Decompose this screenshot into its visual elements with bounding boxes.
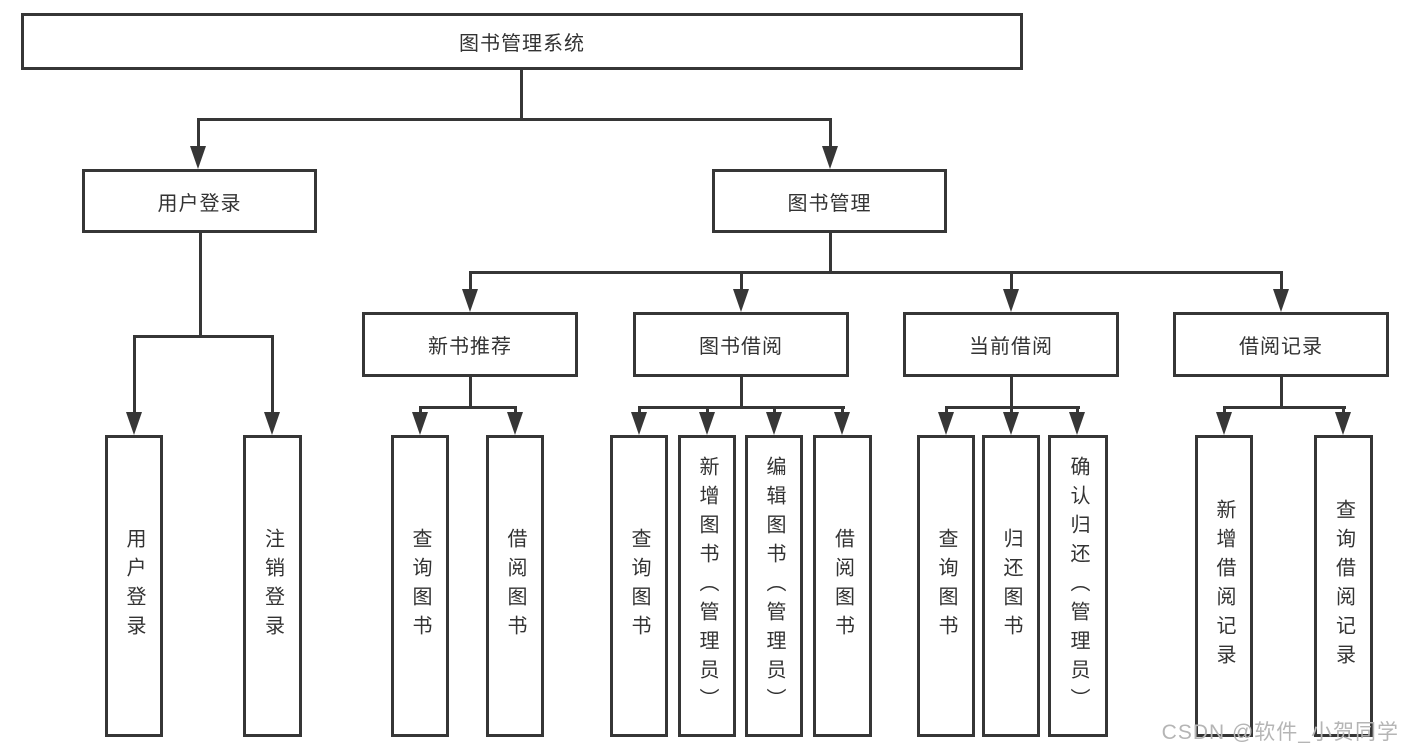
arrow-down-icon xyxy=(699,412,715,435)
connector-v xyxy=(199,233,202,337)
leaf-query-books-1: 查询图书 xyxy=(391,435,449,737)
connector-v xyxy=(740,271,743,293)
leaf-query-borrow-record: 查询借阅记录 xyxy=(1314,435,1373,737)
connector-v xyxy=(945,406,948,416)
leaf-edit-book-admin: 编辑图书（管理员） xyxy=(745,435,803,737)
leaf-query-books-3-label: 查询图书 xyxy=(935,528,957,644)
csdn-watermark: CSDN @软件_小贺同学 xyxy=(1161,721,1399,744)
connector-v xyxy=(469,377,472,409)
node-user-login-label: 用户登录 xyxy=(157,192,242,215)
leaf-confirm-return-admin-label: 确认归还（管理员） xyxy=(1067,455,1089,717)
arrow-down-icon xyxy=(264,412,280,435)
leaf-add-borrow-record-label: 新增借阅记录 xyxy=(1213,499,1235,673)
leaf-add-borrow-record: 新增借阅记录 xyxy=(1195,435,1253,737)
node-borrow-record-label: 借阅记录 xyxy=(1239,336,1323,358)
connector-v xyxy=(1076,406,1079,416)
connector-h xyxy=(419,406,517,409)
arrow-down-icon xyxy=(631,412,647,435)
arrow-down-icon xyxy=(190,146,206,169)
connector-h xyxy=(133,335,274,338)
connector-v xyxy=(1010,271,1013,293)
connector-h xyxy=(1223,406,1346,409)
node-book-management: 图书管理 xyxy=(712,169,947,233)
connector-v xyxy=(740,377,743,409)
connector-v xyxy=(133,335,136,414)
leaf-logout: 注销登录 xyxy=(243,435,302,737)
leaf-borrow-books-1-label: 借阅图书 xyxy=(504,528,526,644)
connector-v xyxy=(469,271,472,293)
connector-v xyxy=(829,233,832,274)
leaf-query-borrow-record-label: 查询借阅记录 xyxy=(1332,499,1355,673)
connector-h xyxy=(197,118,832,121)
connector-v xyxy=(1010,406,1013,416)
node-current-borrow: 当前借阅 xyxy=(903,312,1119,377)
connector-v xyxy=(514,406,517,416)
leaf-borrow-books-2: 借阅图书 xyxy=(813,435,872,737)
connector-v xyxy=(773,406,776,416)
leaf-add-book-admin: 新增图书（管理员） xyxy=(678,435,736,737)
leaf-return-book: 归还图书 xyxy=(982,435,1040,737)
node-book-management-label: 图书管理 xyxy=(787,192,872,215)
connector-v xyxy=(271,335,274,414)
leaf-confirm-return-admin: 确认归还（管理员） xyxy=(1048,435,1108,737)
arrow-down-icon xyxy=(834,412,850,435)
arrow-down-icon xyxy=(1003,289,1019,312)
leaf-return-book-label: 归还图书 xyxy=(1000,528,1022,644)
connector-v xyxy=(520,69,523,121)
leaf-borrow-books-2-label: 借阅图书 xyxy=(831,528,854,644)
arrow-down-icon xyxy=(412,412,428,435)
connector-v xyxy=(841,406,844,416)
node-book-borrow: 图书借阅 xyxy=(633,312,849,377)
connector-v xyxy=(1223,406,1226,416)
connector-h xyxy=(638,406,845,409)
connector-v xyxy=(197,118,200,148)
arrow-down-icon xyxy=(507,412,523,435)
connector-v xyxy=(1010,377,1013,409)
arrow-down-icon xyxy=(462,289,478,312)
connector-v xyxy=(638,406,641,416)
node-new-book-recommend-label: 新书推荐 xyxy=(428,336,512,358)
leaf-query-books-2: 查询图书 xyxy=(610,435,668,737)
connector-v xyxy=(829,118,832,148)
node-root: 图书管理系统 xyxy=(21,13,1023,70)
arrow-down-icon xyxy=(1069,412,1085,435)
connector-v xyxy=(1280,377,1283,409)
arrow-down-icon xyxy=(938,412,954,435)
connector-v xyxy=(419,406,422,416)
node-borrow-record: 借阅记录 xyxy=(1173,312,1389,377)
leaf-add-book-admin-label: 新增图书（管理员） xyxy=(696,455,718,717)
connector-h xyxy=(469,271,1283,274)
arrow-down-icon xyxy=(1273,289,1289,312)
leaf-edit-book-admin-label: 编辑图书（管理员） xyxy=(763,455,785,717)
leaf-user-login-label: 用户登录 xyxy=(123,528,145,644)
arrow-down-icon xyxy=(126,412,142,435)
arrow-down-icon xyxy=(733,289,749,312)
arrow-down-icon xyxy=(1216,412,1232,435)
node-new-book-recommend: 新书推荐 xyxy=(362,312,578,377)
connector-v xyxy=(1280,271,1283,293)
leaf-user-login: 用户登录 xyxy=(105,435,163,737)
leaf-logout-label: 注销登录 xyxy=(261,528,284,644)
leaf-query-books-2-label: 查询图书 xyxy=(628,528,650,644)
arrow-down-icon xyxy=(766,412,782,435)
node-user-login: 用户登录 xyxy=(82,169,317,233)
leaf-query-books-3: 查询图书 xyxy=(917,435,975,737)
leaf-borrow-books-1: 借阅图书 xyxy=(486,435,544,737)
node-book-borrow-label: 图书借阅 xyxy=(699,336,783,358)
node-current-borrow-label: 当前借阅 xyxy=(969,336,1053,358)
arrow-down-icon xyxy=(1335,412,1351,435)
leaf-query-books-1-label: 查询图书 xyxy=(409,528,431,644)
connector-v xyxy=(706,406,709,416)
arrow-down-icon xyxy=(822,146,838,169)
arrow-down-icon xyxy=(1003,412,1019,435)
node-root-label: 图书管理系统 xyxy=(459,33,585,55)
connector-v xyxy=(1342,406,1345,416)
